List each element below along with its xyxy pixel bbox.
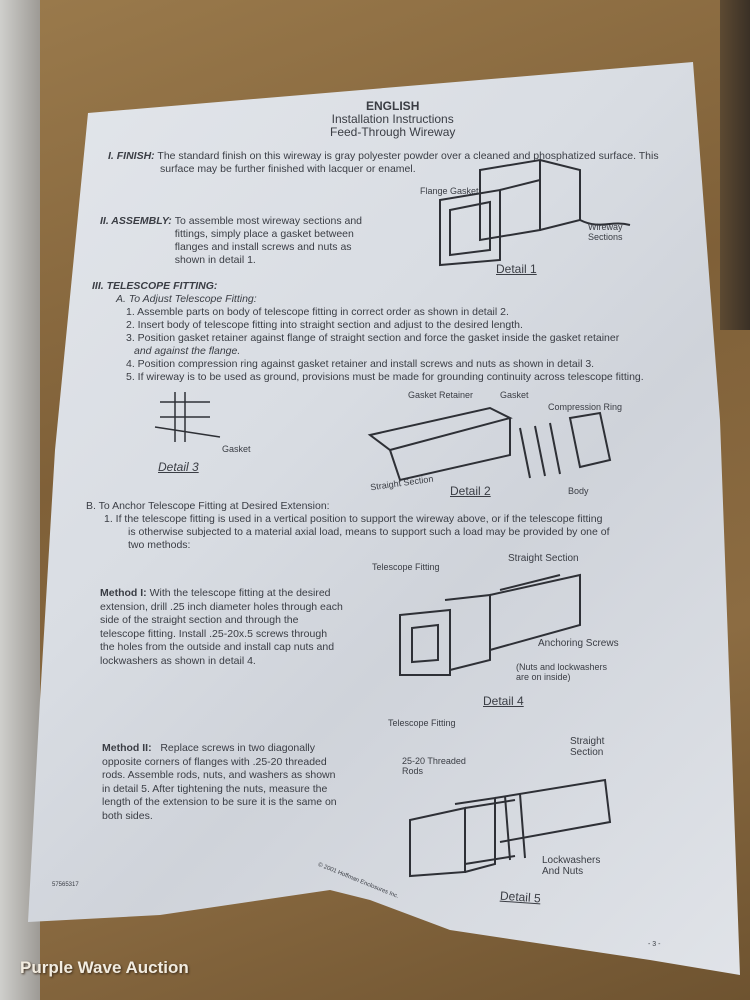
page-number: - 3 - bbox=[648, 941, 661, 948]
step-item: 1. Assemble parts on body of telescope f… bbox=[126, 306, 509, 318]
label-straight-section: Straight Section bbox=[570, 736, 604, 758]
label-gasket: Gasket bbox=[500, 390, 529, 400]
label-text: Lockwashers bbox=[542, 855, 601, 866]
assembly-section: II. ASSEMBLY: To assemble most wireway s… bbox=[100, 215, 362, 267]
label-telescope-fitting: Telescope Fitting bbox=[372, 562, 440, 572]
label-wireway-sections: Wireway Sections bbox=[588, 222, 623, 242]
telescope-subheading: A. To Adjust Telescope Fitting: bbox=[116, 293, 257, 305]
label-telescope-fitting: Telescope Fitting bbox=[388, 718, 456, 728]
label-gasket-retainer: Gasket Retainer bbox=[408, 390, 474, 400]
label-text: (Nuts and lockwashers bbox=[516, 662, 608, 672]
label-flange-gasket: Flange Gasket bbox=[420, 186, 479, 196]
label-lockwashers: Lockwashers And Nuts bbox=[542, 855, 600, 877]
header-subtitle: Feed-Through Wireway bbox=[330, 125, 456, 139]
finish-text: The standard finish on this wireway is g… bbox=[157, 150, 659, 162]
method-text: Replace screws in two diagonally bbox=[160, 742, 316, 754]
step-item: 2. Insert body of telescope fitting into… bbox=[126, 319, 523, 331]
label-text: And Nuts bbox=[542, 866, 584, 877]
label-text: 25-20 Threaded bbox=[402, 756, 466, 766]
method-text: rods. Assemble rods, nuts, and washers a… bbox=[102, 769, 336, 781]
detail-4-caption: Detail 4 bbox=[483, 694, 524, 708]
label-gasket: Gasket bbox=[222, 444, 251, 454]
telescope-heading: III. TELESCOPE FITTING: bbox=[92, 280, 218, 292]
header-lang: ENGLISH bbox=[366, 99, 420, 113]
assembly-heading: II. ASSEMBLY: bbox=[100, 215, 172, 227]
telescope-section: III. TELESCOPE FITTING: A. To Adjust Tel… bbox=[92, 280, 644, 384]
document-header: ENGLISH Installation Instructions Feed-T… bbox=[330, 100, 455, 139]
detail-5-diagram bbox=[409, 778, 612, 878]
finish-heading: I. FINISH: bbox=[108, 150, 155, 162]
label-body: Body bbox=[568, 486, 589, 496]
step-item: 5. If wireway is to be used as ground, p… bbox=[126, 371, 644, 383]
label-note: (Nuts and lockwashers are on inside) bbox=[516, 662, 607, 682]
label-text: are on inside) bbox=[516, 672, 571, 682]
detail-3-diagram bbox=[154, 392, 221, 442]
label-anchoring-screws: Anchoring Screws bbox=[538, 638, 619, 649]
finish-section: I. FINISH: The standard finish on this w… bbox=[108, 150, 659, 176]
label-text: Straight bbox=[570, 736, 605, 747]
method-1-heading: Method I: bbox=[100, 587, 147, 599]
anchor-text: two methods: bbox=[128, 539, 191, 551]
detail-3-caption: Detail 3 bbox=[158, 460, 199, 474]
header-title: Installation Instructions bbox=[331, 112, 454, 126]
detail-5-caption: Detail 5 bbox=[499, 888, 542, 906]
anchor-subheading: B. To Anchor Telescope Fitting at Desire… bbox=[86, 500, 330, 512]
assembly-text: shown in detail 1. bbox=[174, 254, 256, 266]
method-2-section: Method II: Replace screws in two diagona… bbox=[102, 742, 337, 823]
anchor-text: is otherwise subjected to a material axi… bbox=[128, 526, 610, 538]
detail-1-diagram bbox=[439, 158, 631, 267]
finish-text: surface may be further finished with lac… bbox=[160, 163, 416, 175]
anchor-text: 1. If the telescope fitting is used in a… bbox=[104, 513, 603, 525]
label-text: Section bbox=[570, 747, 604, 758]
label-straight-section: Straight Section bbox=[508, 553, 579, 564]
method-text: side of the straight section and through… bbox=[100, 614, 299, 626]
watermark: Purple Wave Auction bbox=[20, 958, 189, 977]
method-text: lockwashers as shown in detail 4. bbox=[100, 654, 256, 667]
method-text: opposite corners of flanges with .25-20 … bbox=[102, 755, 327, 768]
method-text: both sides. bbox=[102, 809, 153, 822]
step-item: 3. Position gasket retainer against flan… bbox=[126, 332, 620, 344]
anchor-section: B. To Anchor Telescope Fitting at Desire… bbox=[86, 500, 610, 552]
detail-2-diagram bbox=[367, 406, 612, 482]
assembly-text: flanges and install screws and nuts as bbox=[174, 241, 352, 253]
label-text: Wireway bbox=[588, 222, 623, 232]
method-text: With the telescope fitting at the desire… bbox=[149, 587, 331, 599]
method-text: the holes from the outside and install c… bbox=[100, 641, 335, 653]
detail-4-diagram bbox=[399, 573, 581, 676]
method-text: extension, drill .25 inch diameter holes… bbox=[100, 600, 343, 613]
step-item: 4. Position compression ring against gas… bbox=[126, 358, 595, 370]
label-text: Sections bbox=[588, 232, 623, 242]
background-object bbox=[720, 0, 750, 330]
label-text: Rods bbox=[402, 766, 424, 776]
method-text: telescope fitting. Install .25-20x.5 scr… bbox=[100, 627, 328, 640]
method-text: in detail 5. After tightening the nuts, … bbox=[102, 782, 328, 795]
detail-1-caption: Detail 1 bbox=[496, 262, 537, 276]
method-2-heading: Method II: bbox=[102, 742, 152, 754]
assembly-text: To assemble most wireway sections and bbox=[174, 215, 363, 227]
label-compression-ring: Compression Ring bbox=[548, 402, 623, 412]
step-item: and against the flange. bbox=[134, 345, 241, 357]
method-1-section: Method I: With the telescope fitting at … bbox=[100, 587, 343, 668]
method-text: length of the extension to be sure it is… bbox=[102, 796, 337, 808]
detail-2-caption: Detail 2 bbox=[450, 484, 491, 498]
part-number: 57565317 bbox=[52, 882, 79, 888]
assembly-text: fittings, simply place a gasket between bbox=[174, 228, 354, 240]
label-threaded-rods: 25-20 Threaded Rods bbox=[402, 756, 466, 776]
